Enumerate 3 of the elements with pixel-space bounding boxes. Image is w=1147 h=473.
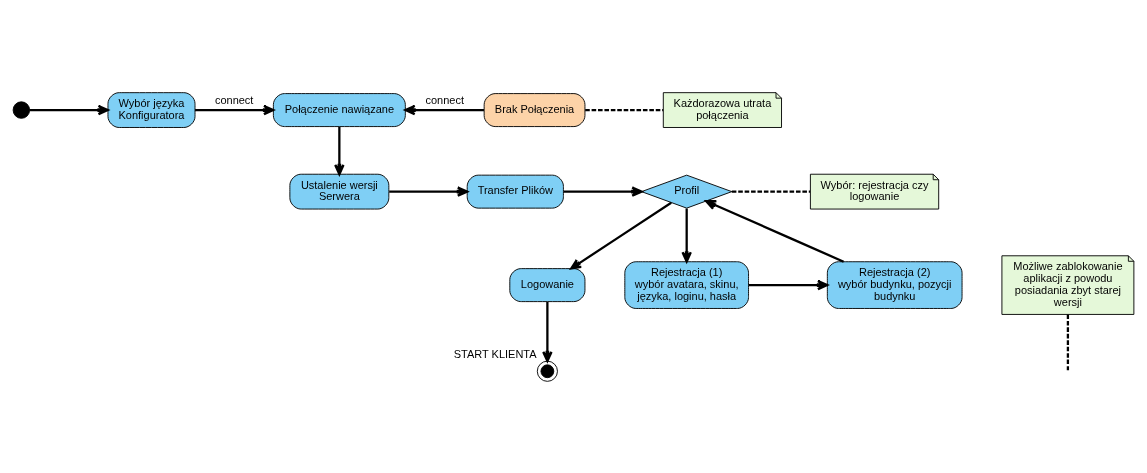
edge-label: connect: [425, 93, 464, 106]
edge-label: connect: [214, 93, 254, 106]
node-label: START KLIENTA: [453, 347, 537, 360]
